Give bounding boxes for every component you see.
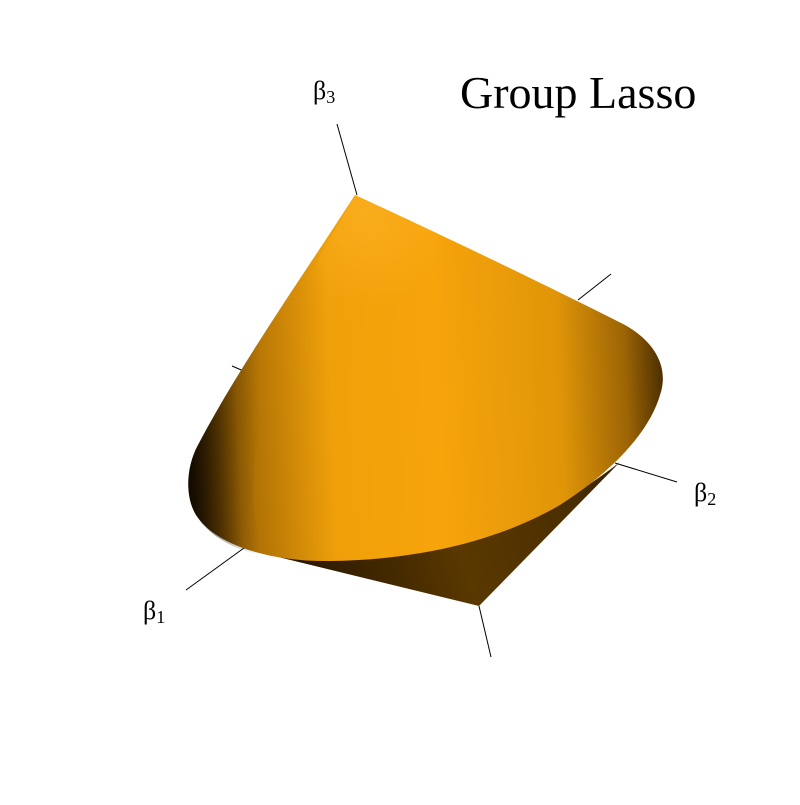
axis-beta2-outer-line — [614, 462, 678, 483]
axis-label-beta1-symbol: β — [143, 596, 157, 625]
axis-beta1-line — [185, 547, 245, 591]
upper-cone-tip-highlight — [270, 195, 520, 340]
axis-label-beta3: β3 — [313, 76, 335, 108]
axes — [185, 123, 678, 658]
axis-label-beta3-index: 3 — [326, 87, 336, 107]
axis-label-beta3-symbol: β — [313, 76, 327, 105]
axis-neg-beta3-line — [478, 605, 492, 658]
diagram-title: Group Lasso — [460, 67, 697, 118]
axis-beta2-line — [577, 273, 612, 301]
axis-label-beta1: β1 — [143, 596, 165, 628]
axis-label-beta2-symbol: β — [694, 478, 708, 507]
axis-label-beta1-index: 1 — [156, 607, 166, 627]
axis-label-beta2-index: 2 — [707, 489, 717, 509]
axis-beta3-line — [336, 123, 358, 196]
upper-cone-left-shade — [188, 195, 355, 555]
axis-label-beta2: β2 — [694, 478, 716, 510]
lower-cone-surface — [270, 462, 620, 606]
